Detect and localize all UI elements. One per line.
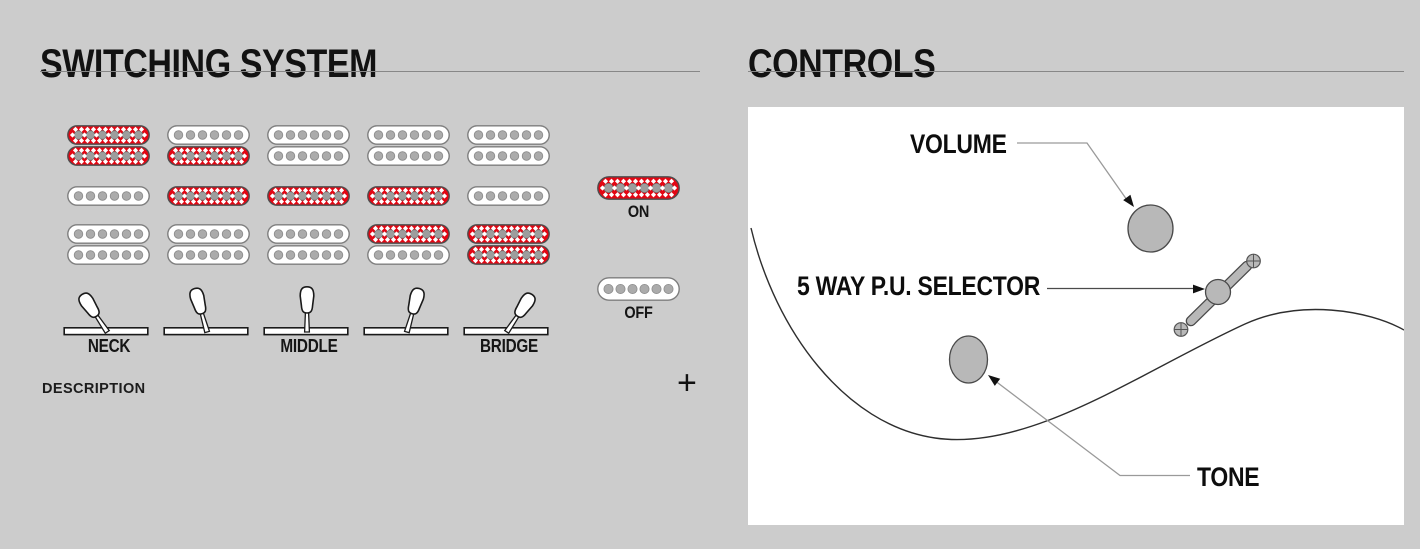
pickup-coil-neck-humbucker-coil-2-off: [467, 146, 550, 166]
switch-position-1: NECK: [63, 125, 155, 360]
pickup-coil-neck-humbucker-coil-2-off: [367, 146, 450, 166]
pickup-coil-bridge-humbucker-coil-1-on: [467, 224, 550, 244]
selector-arrowhead: [1193, 284, 1205, 294]
tone-knob: [948, 335, 989, 384]
description-label: DESCRIPTION: [42, 381, 146, 397]
pickup-coil-bridge-humbucker-coil-2-off: [167, 245, 250, 265]
pickup-coil-bridge-humbucker-coil-2-off: [267, 245, 350, 265]
legend-label-off: OFF: [624, 303, 653, 322]
pickup-coil-bridge-humbucker-coil-1-off: [67, 224, 150, 244]
five-way-selector-switch: [1173, 253, 1261, 337]
pickup-coil-bridge-humbucker-coil-2-off: [67, 245, 150, 265]
pickup-coil-middle-single-coil-on: [367, 186, 450, 206]
selector-lever-position-2: [163, 281, 251, 339]
selector-label: 5 WAY P.U. SELECTOR: [797, 271, 1041, 301]
selector-tip: [1204, 278, 1232, 306]
selector-lever-position-4: [363, 281, 451, 339]
controls-title: CONTROLS: [748, 42, 936, 87]
pickup-coil-neck-humbucker-coil-2-on: [67, 146, 150, 166]
selector-lever-position-1: [63, 281, 151, 339]
expand-description-button[interactable]: +: [677, 364, 697, 402]
switch-position-3: MIDDLE: [263, 125, 355, 360]
section-divider: [40, 71, 700, 72]
volume-label: VOLUME: [910, 129, 1007, 159]
switch-position-5: BRIDGE: [463, 125, 555, 360]
pickup-coil-bridge-humbucker-coil-2-off: [367, 245, 450, 265]
selector-lever-position-3: [263, 281, 351, 339]
selector-screw: [1246, 253, 1261, 269]
pickup-coil-bridge-humbucker-coil-2-on: [467, 245, 550, 265]
tone-arrowhead: [988, 375, 1001, 386]
pickup-coil-bridge-humbucker-coil-1-off: [167, 224, 250, 244]
pickup-coil-neck-humbucker-coil-2-on: [167, 146, 250, 166]
position-label: MIDDLE: [280, 336, 338, 356]
pickup-coil-middle-single-coil-off: [467, 186, 550, 206]
selector-screw: [1173, 322, 1189, 337]
pickup-coil-bridge-humbucker-coil-1-on: [367, 224, 450, 244]
controls-diagram: [750, 142, 1404, 477]
pickup-coil-neck-humbucker-coil-1-off: [467, 125, 550, 145]
pickup-coil-middle-single-coil-on: [167, 186, 250, 206]
pickup-coil-middle-single-coil-on: [267, 186, 350, 206]
position-label: BRIDGE: [480, 336, 538, 356]
pickup-coil-middle-single-coil-off: [67, 186, 150, 206]
section-divider: [748, 71, 1404, 72]
tone-leader-line: [993, 379, 1190, 477]
legend-label-on: ON: [627, 202, 650, 221]
controls-diagram-panel: VOLUME 5 WAY P.U. SELECTOR TONE: [748, 107, 1404, 525]
switch-position-4: [363, 125, 455, 360]
pickup-coil-neck-humbucker-coil-1-off: [367, 125, 450, 145]
tone-label: TONE: [1197, 462, 1260, 492]
legend-pickup-off: [597, 277, 680, 301]
volume-leader-line: [1017, 142, 1128, 201]
pickup-coil-neck-humbucker-coil-2-off: [267, 146, 350, 166]
pickup-coil-neck-humbucker-coil-1-off: [267, 125, 350, 145]
pickup-coil-bridge-humbucker-coil-1-off: [267, 224, 350, 244]
selector-lever-position-5: [463, 281, 551, 339]
legend-pickup-on: [597, 176, 680, 200]
switch-position-2: [163, 125, 255, 360]
switching-system-title: SWITCHING SYSTEM: [40, 42, 377, 87]
pickup-coil-neck-humbucker-coil-1-on: [67, 125, 150, 145]
pickup-state-legend: ON OFF: [597, 176, 680, 336]
guitar-body-outline: [750, 227, 1404, 441]
pickup-coil-neck-humbucker-coil-1-off: [167, 125, 250, 145]
volume-knob: [1127, 204, 1174, 253]
position-label: NECK: [87, 336, 131, 356]
pickup-position-grid: NECK MIDDLE BRIDGE: [63, 125, 565, 360]
